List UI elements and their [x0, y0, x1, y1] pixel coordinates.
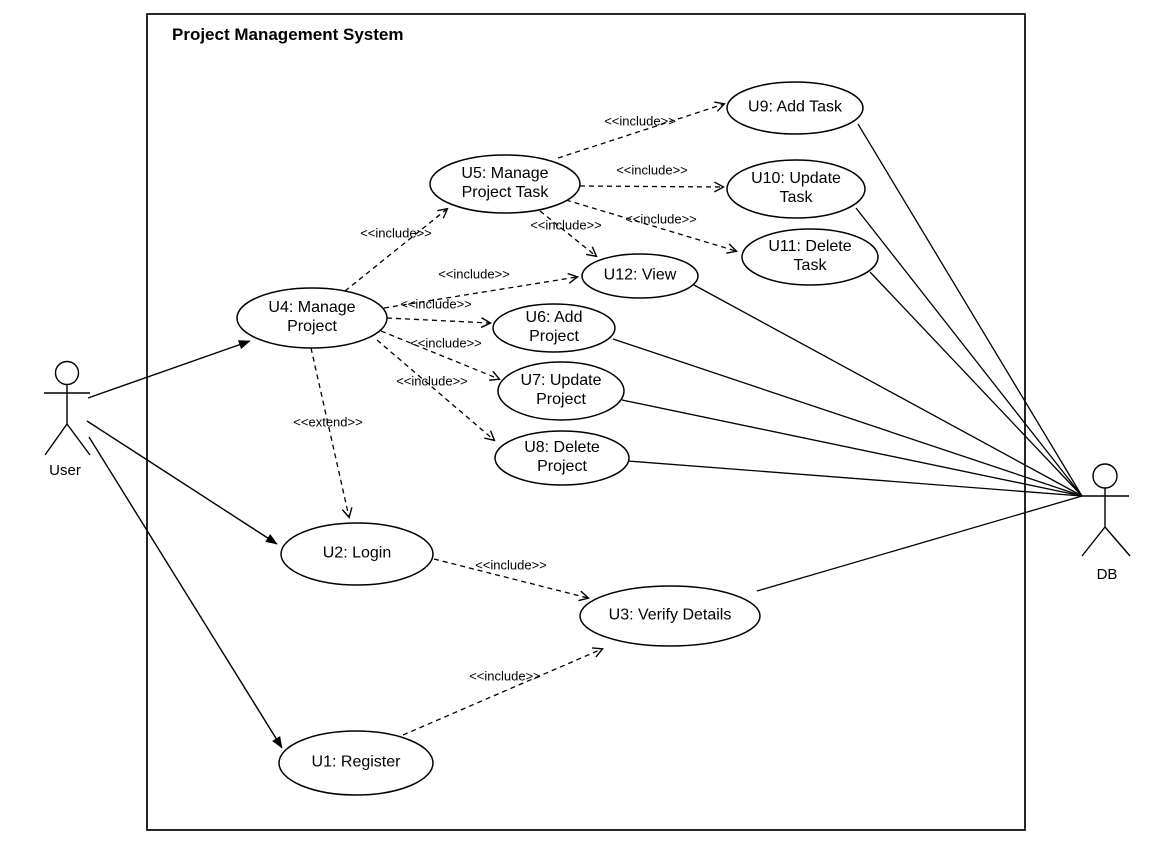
use-case-label-u2: U2: Login	[322, 544, 392, 562]
connector-label-u1-u3: <<include>>	[469, 668, 541, 684]
actor-db-label: DB	[1096, 566, 1118, 584]
actor-user-head	[54, 360, 80, 386]
connector-label-u5-u12: <<include>>	[530, 217, 602, 233]
include-arrow-u4-u12	[383, 272, 580, 309]
connector-label-u4-u5: <<include>>	[360, 225, 432, 241]
use-case-label-u3: U3: Verify Details	[608, 606, 732, 624]
use-case-ellipse-u5	[429, 154, 581, 214]
connector-label-u5-u9: <<include>>	[604, 113, 676, 129]
extend-arrow-u4-u2	[310, 347, 353, 519]
connector-label-u4-u2: <<extend>>	[293, 414, 363, 430]
include-arrow-u1-u3	[402, 647, 604, 736]
connector-label-u4-u8: <<include>>	[396, 373, 468, 389]
include-arrow-u4-u7	[380, 330, 501, 381]
user-association-arrows	[86, 340, 283, 749]
actor-db-figure	[1081, 463, 1131, 557]
include-arrow-u5-u12	[539, 210, 598, 258]
use-case-label-u4: U4: Manage Project	[268, 299, 356, 335]
association-u8-db	[627, 460, 1083, 497]
dependency-arrows	[310, 101, 738, 736]
association-user-u2	[86, 420, 278, 545]
include-arrow-u5-u10	[579, 181, 726, 193]
use-case-ellipses	[236, 81, 879, 796]
db-association-lines	[612, 123, 1083, 592]
use-case-ellipse-u3	[579, 585, 761, 647]
use-case-ellipse-u10	[726, 159, 866, 219]
use-case-ellipse-u9	[726, 81, 864, 135]
association-u11-db	[869, 271, 1083, 497]
association-u9-db	[857, 123, 1083, 497]
connector-label-u4-u12: <<include>>	[438, 266, 510, 282]
use-case-ellipse-u2	[280, 522, 434, 586]
use-case-label-u12: U12: View	[603, 266, 677, 284]
include-arrow-u4-u5	[344, 207, 449, 292]
use-case-ellipse-u7	[497, 361, 625, 421]
use-case-label-u10: U10: Update Task	[751, 170, 841, 206]
actor-user-label: User	[49, 462, 81, 480]
association-u10-db	[855, 207, 1083, 497]
association-user-u1	[88, 436, 283, 749]
include-arrow-u4-u8	[376, 339, 496, 442]
association-u3-db	[756, 495, 1083, 592]
use-case-ellipse-u6	[492, 303, 616, 353]
use-case-label-u11: U11: Delete Task	[768, 238, 852, 274]
use-case-ellipse-u4	[236, 287, 388, 349]
association-u6-db	[612, 338, 1083, 497]
use-case-label-u1: U1: Register	[311, 753, 401, 771]
use-case-label-u5: U5: Manage Project Task	[461, 165, 549, 201]
system-boundary-title: Project Management System	[172, 25, 404, 44]
use-case-ellipse-u1	[278, 730, 434, 796]
system-boundary	[146, 13, 1026, 831]
connector-label-u4-u6: <<include>>	[400, 296, 472, 312]
connector-label-u5-u11: <<include>>	[625, 211, 697, 227]
connector-label-u2-u3: <<include>>	[475, 557, 547, 573]
use-case-label-u6: U6: Add Project	[525, 309, 583, 345]
use-case-ellipse-u12	[581, 253, 699, 299]
association-user-u4	[87, 340, 251, 399]
include-arrow-u4-u6	[386, 317, 493, 329]
use-case-ellipse-u8	[494, 430, 630, 486]
use-case-label-u9: U9: Add Task	[748, 98, 842, 116]
connector-label-u5-u10: <<include>>	[616, 162, 688, 178]
association-u7-db	[621, 399, 1083, 497]
use-case-label-u7: U7: Update Project	[520, 372, 602, 408]
include-arrow-u5-u11	[565, 199, 738, 254]
actor-db-head	[1092, 463, 1118, 489]
association-u12-db	[693, 284, 1083, 497]
connector-label-u4-u7: <<include>>	[410, 335, 482, 351]
use-case-label-u8: U8: Delete Project	[524, 439, 600, 475]
use-case-ellipse-u11	[741, 228, 879, 286]
include-arrow-u5-u9	[557, 101, 726, 159]
actor-user-figure	[44, 360, 91, 456]
